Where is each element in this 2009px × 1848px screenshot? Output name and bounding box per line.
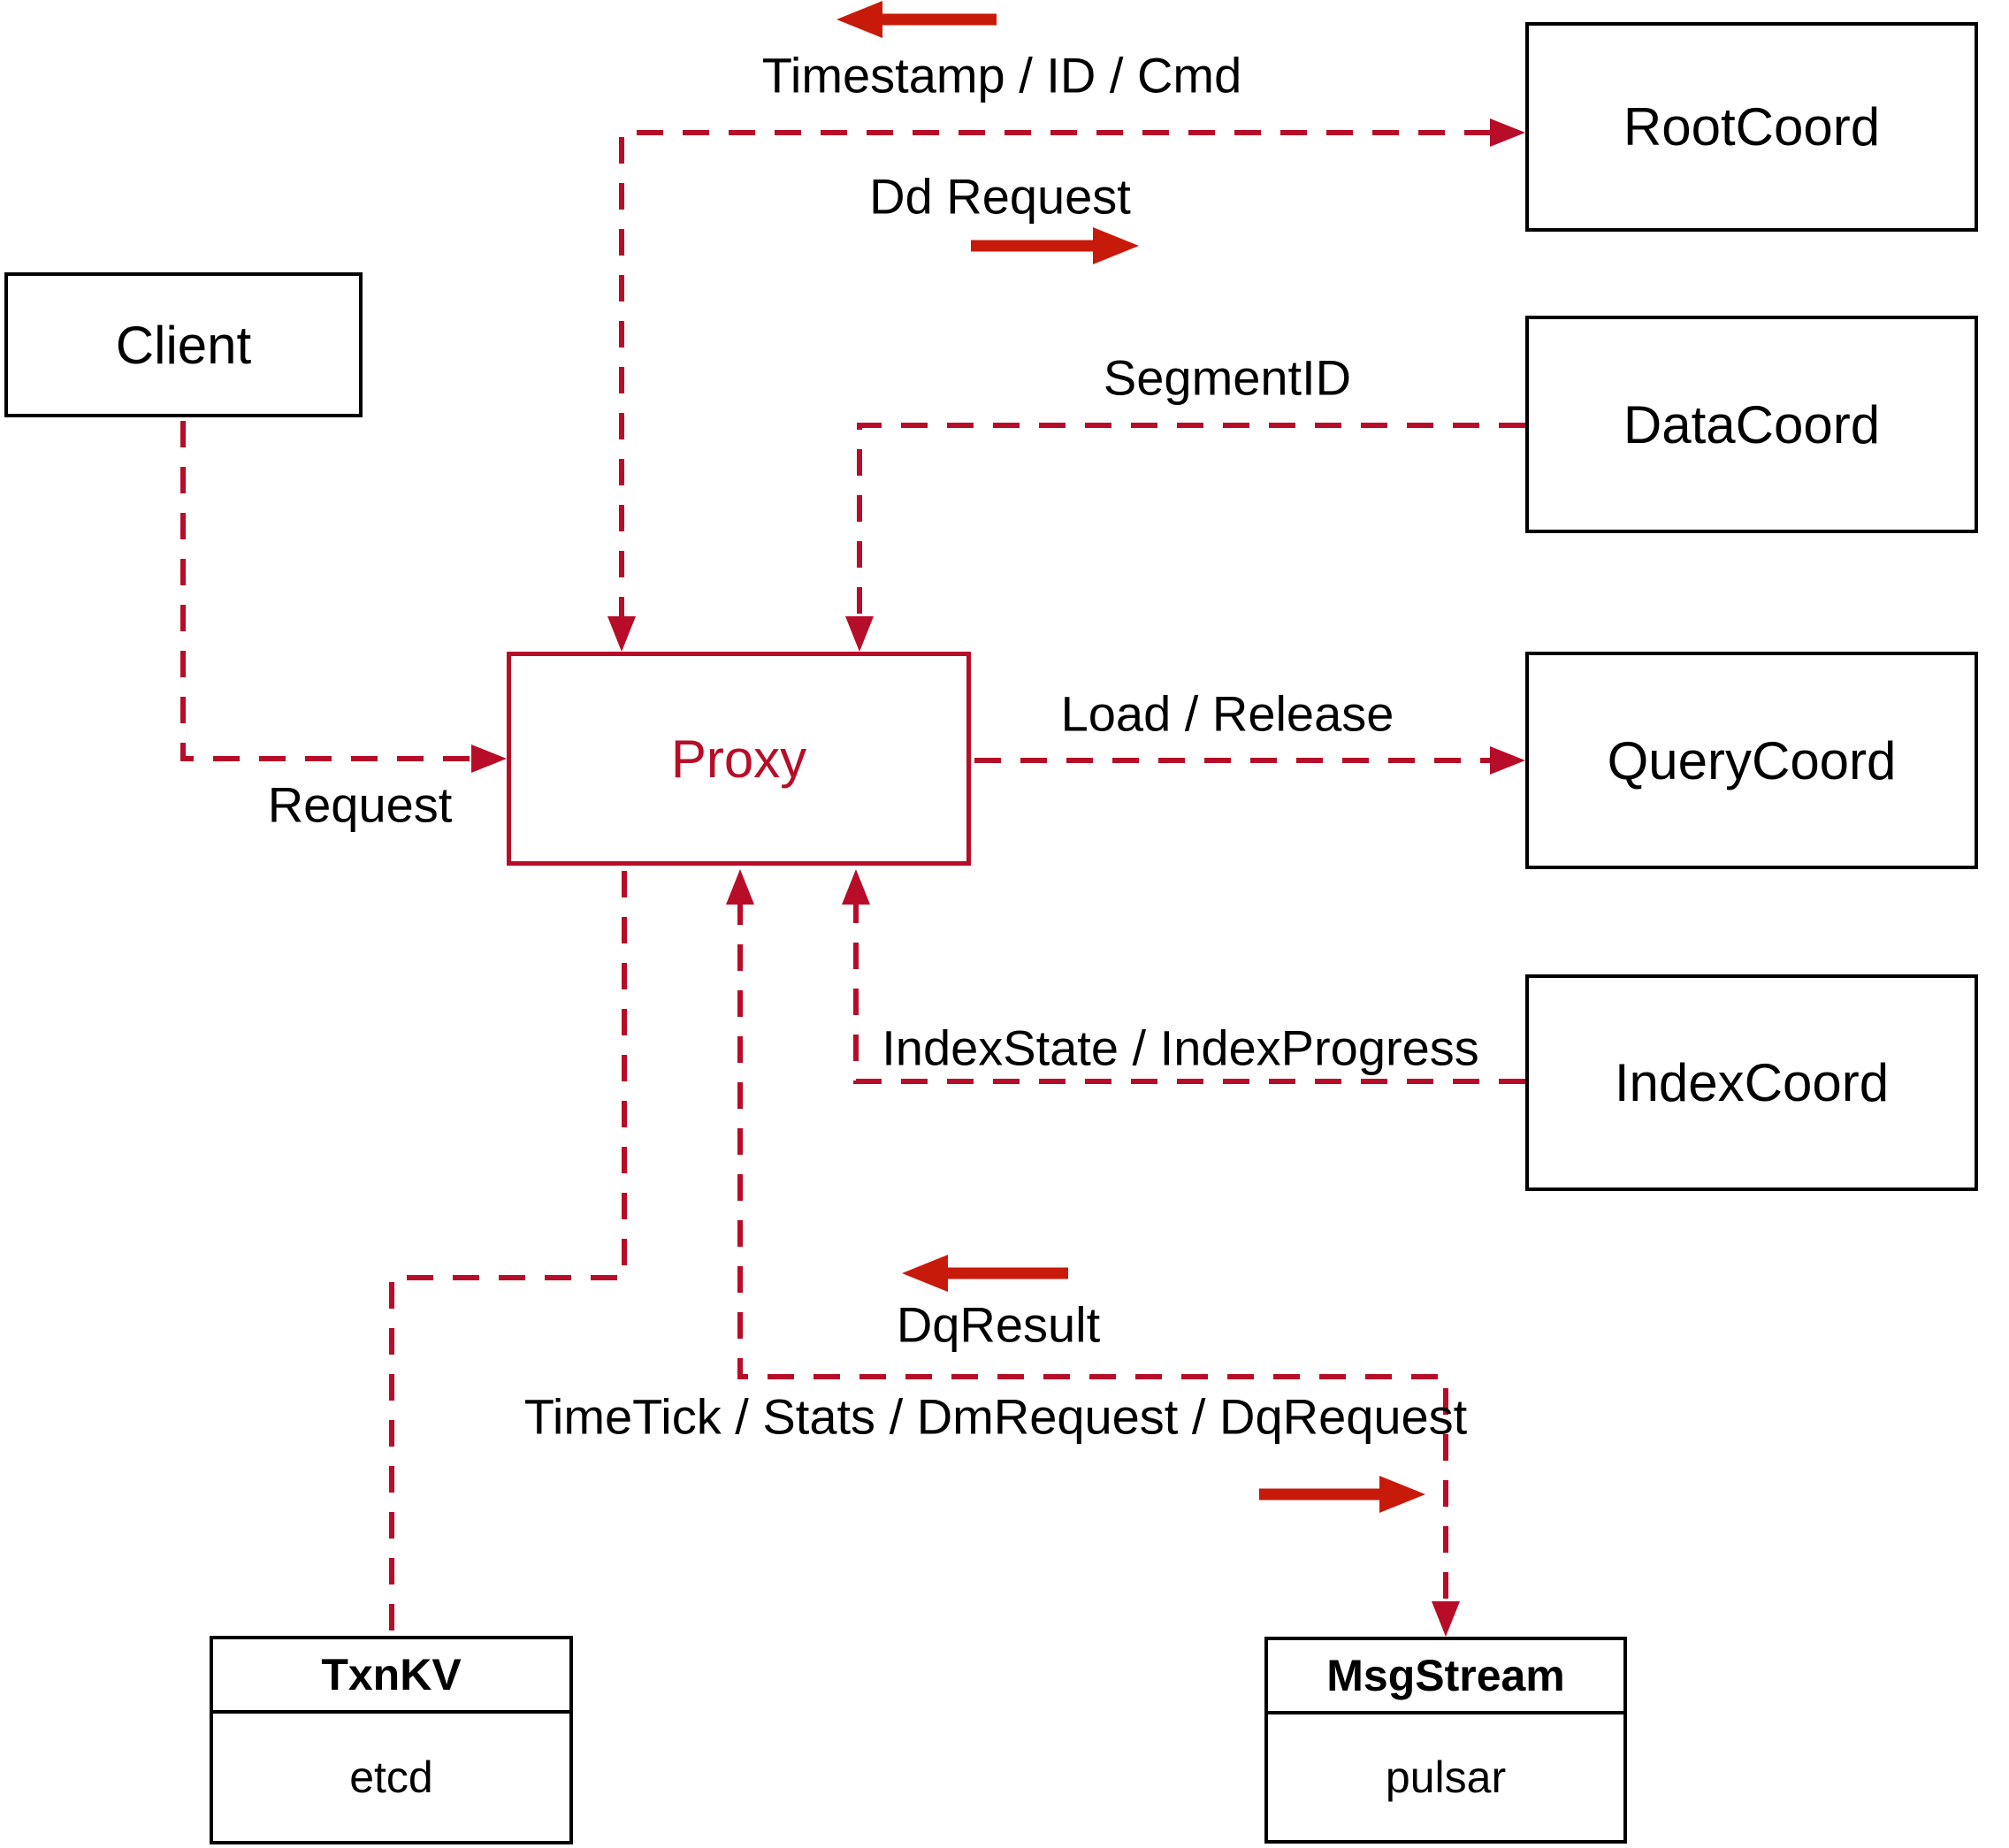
node-indexcoord-label: IndexCoord [1614,1053,1890,1112]
edge-proxy-rootcoord-line [619,130,1496,623]
edge-label-index-state-progress: IndexState / IndexProgress [882,1019,1479,1076]
node-txnkv-body: etcd [349,1753,433,1802]
edge-label-dd-request: Dd Request [869,168,1131,225]
arrowhead-into-proxy-bottom-from-indexcoord-icon [842,869,870,905]
node-querycoord-label: QueryCoord [1607,730,1897,790]
node-rootcoord-label: RootCoord [1623,97,1881,157]
node-client: Client [4,272,363,417]
node-msgstream-title: MsgStream [1268,1640,1623,1714]
edge-label-timetick-stats: TimeTick / Stats / DmRequest / DqRequest [523,1388,1468,1445]
edge-client-to-proxy-line [180,421,477,761]
node-msgstream-body: pulsar [1385,1753,1507,1802]
node-msgstream: MsgStream pulsar [1264,1637,1627,1844]
edge-proxy-to-txnkv-line [389,871,627,1634]
arrowhead-into-rootcoord-icon [1490,118,1525,147]
edge-indexcoord-to-proxy-line [853,898,1525,1084]
direction-arrow-right-timetick-head-icon [1379,1476,1425,1513]
edge-label-load-release: Load / Release [1060,685,1394,742]
node-datacoord-label: DataCoord [1623,394,1881,454]
edge-proxy-msgstream-line [737,898,1448,1607]
arrowhead-into-proxy-bottom-from-msgstream-icon [726,869,754,905]
direction-arrow-left-top-head-icon [836,1,882,38]
edge-label-timestamp-id-cmd: Timestamp / ID / Cmd [761,47,1242,103]
node-rootcoord: RootCoord [1525,22,1978,232]
node-querycoord: QueryCoord [1525,652,1978,869]
node-proxy: Proxy [507,652,971,866]
node-indexcoord: IndexCoord [1525,974,1978,1191]
arrowhead-into-querycoord-icon [1490,746,1525,775]
edge-label-segment-id: SegmentID [1103,349,1352,406]
edge-label-request: Request [267,776,453,833]
direction-arrow-left-dqresult-head-icon [902,1255,948,1292]
direction-arrow-right-ddrequest-head-icon [1093,227,1139,264]
node-proxy-label: Proxy [670,729,807,789]
arrowhead-into-proxy-top-from-rootcoord-icon [607,616,636,652]
arrowhead-into-proxy-left-icon [471,745,507,773]
arrowhead-into-proxy-top-from-datacoord-icon [845,616,874,652]
edge-label-dq-result: DqResult [896,1296,1101,1353]
node-txnkv: TxnKV etcd [210,1636,573,1844]
edge-datacoord-to-proxy-line [857,423,1525,623]
node-txnkv-title: TxnKV [213,1639,569,1714]
node-datacoord: DataCoord [1525,316,1978,533]
arrowhead-into-msgstream-icon [1432,1601,1460,1637]
node-client-label: Client [115,315,252,375]
